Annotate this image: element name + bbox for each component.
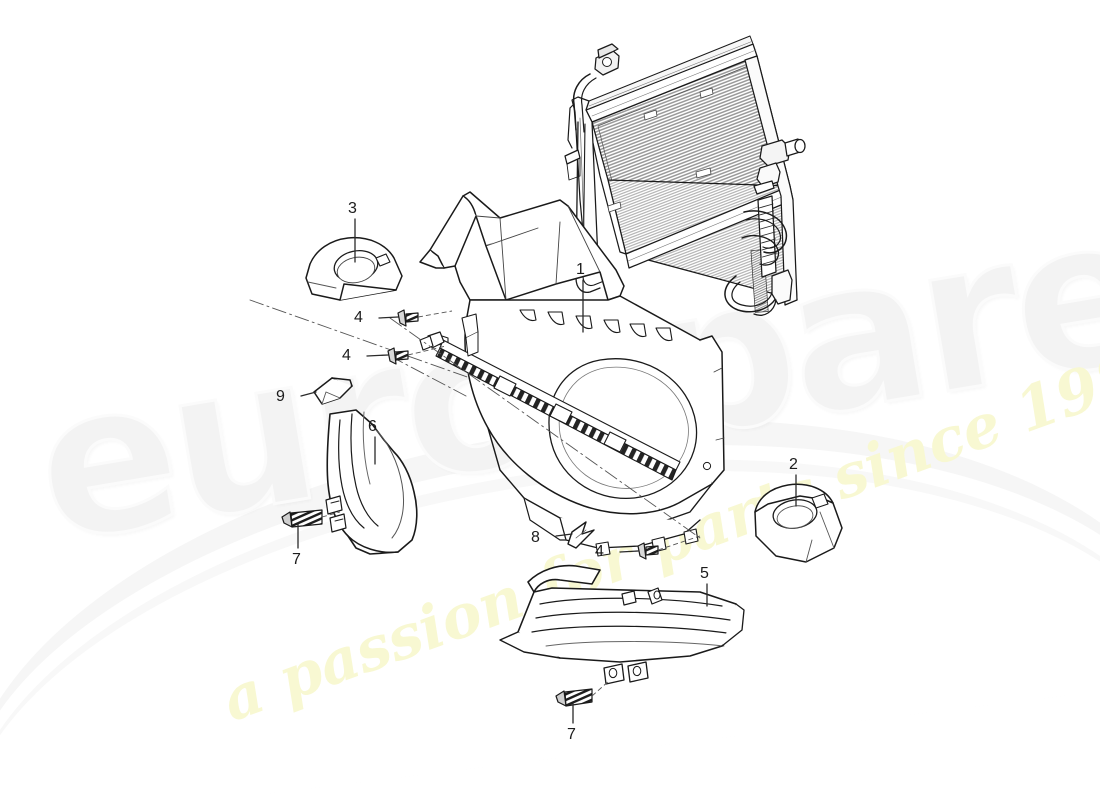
part-3-air-guide-left bbox=[305, 236, 403, 301]
callout-label-3: 3 bbox=[348, 200, 357, 217]
part-8-clip-retainer bbox=[567, 521, 595, 549]
callout-label-4b: 4 bbox=[342, 347, 351, 364]
callout-label-4c: 4 bbox=[595, 543, 604, 560]
radiator-core-assembly bbox=[564, 35, 806, 316]
callout-leader-lines bbox=[297, 218, 797, 724]
callout-label-4a: 4 bbox=[354, 309, 363, 326]
leader-8 bbox=[555, 533, 573, 537]
part-4-fastener-screw-c bbox=[637, 535, 701, 560]
callout-label-5: 5 bbox=[700, 565, 709, 582]
part-4-fastener-screw-b bbox=[387, 345, 447, 365]
leader-4a bbox=[378, 316, 399, 319]
part-1-air-duct-main-shroud bbox=[249, 191, 725, 557]
callout-label-7a: 7 bbox=[292, 551, 301, 568]
part-6-air-duct-cover bbox=[325, 409, 418, 555]
part-7-mounting-screw-lower bbox=[555, 679, 611, 707]
callout-label-7b: 7 bbox=[567, 726, 576, 743]
part-2-air-guide-right bbox=[754, 483, 843, 563]
part-9-end-cap bbox=[313, 377, 353, 405]
callout-label-8: 8 bbox=[531, 529, 540, 546]
callout-label-9: 9 bbox=[276, 388, 285, 405]
callout-label-2: 2 bbox=[789, 456, 798, 473]
part-4-fastener-screw-a bbox=[397, 309, 453, 327]
leader-4c bbox=[619, 550, 639, 553]
part-5-lower-air-duct bbox=[499, 564, 745, 685]
callout-label-1: 1 bbox=[576, 261, 585, 278]
part-7-mounting-screw-left bbox=[281, 509, 341, 528]
callout-label-6: 6 bbox=[368, 418, 377, 435]
leader-4b bbox=[366, 354, 389, 357]
leader-9 bbox=[300, 391, 317, 397]
